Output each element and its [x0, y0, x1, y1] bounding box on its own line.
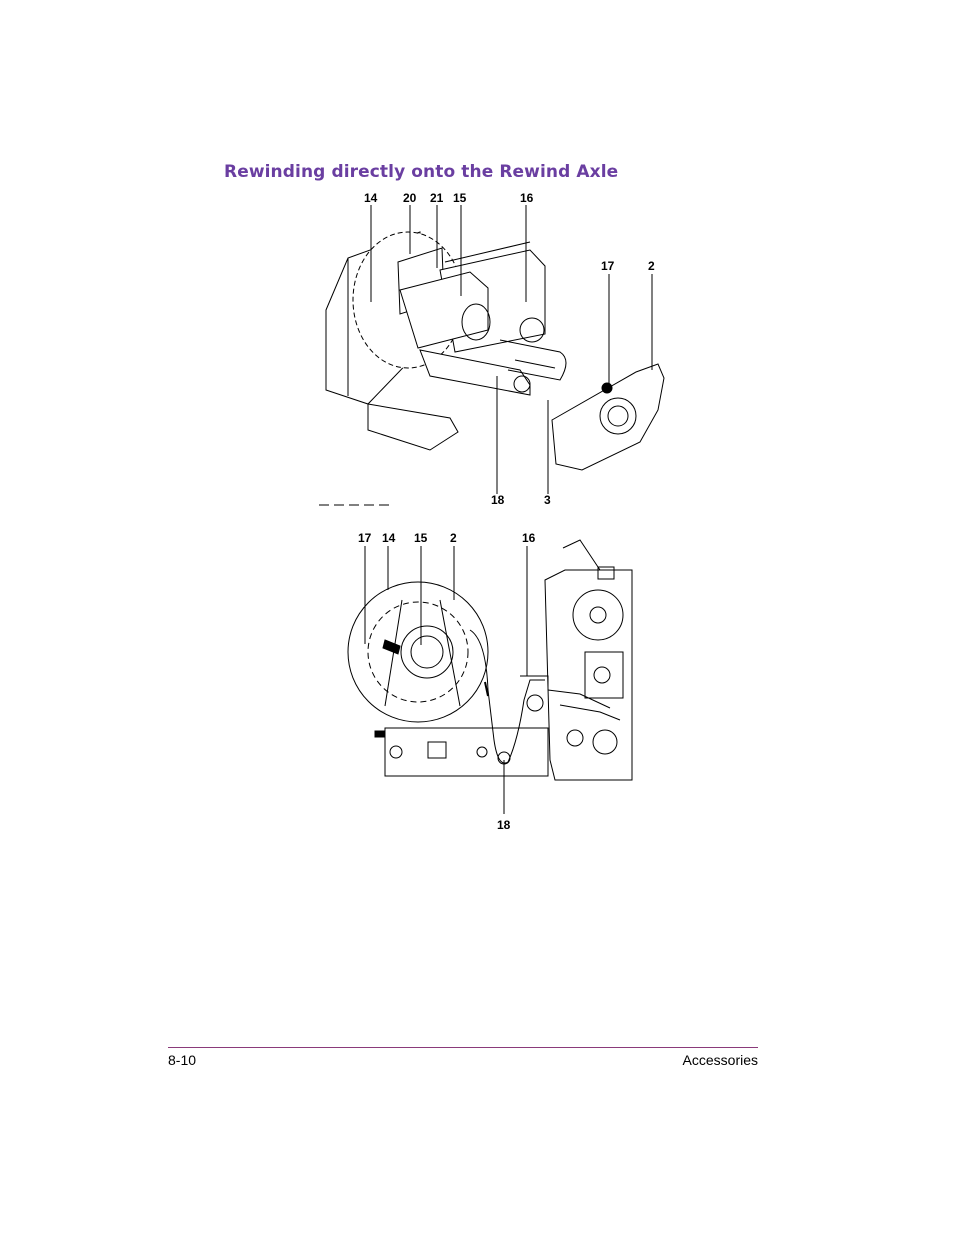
- callout-18-bottom: 18: [497, 818, 511, 832]
- page-number: 8-10: [168, 1052, 197, 1068]
- callout-2-bottom: 2: [450, 531, 457, 545]
- callout-20: 20: [403, 191, 417, 205]
- callout-15-bottom: 15: [414, 531, 428, 545]
- callout-18-top: 18: [491, 493, 505, 507]
- callout-21: 21: [430, 191, 444, 205]
- callout-17-top: 17: [601, 259, 615, 273]
- callout-14-bottom: 14: [382, 531, 396, 545]
- footer-divider: [168, 1047, 758, 1048]
- section-name: Accessories: [682, 1052, 758, 1068]
- section-heading: Rewinding directly onto the Rewind Axle: [224, 162, 619, 182]
- callout-17-bottom: 17: [358, 531, 372, 545]
- callout-3: 3: [544, 493, 551, 507]
- callout-16-bottom: 16: [522, 531, 536, 545]
- callout-2-top: 2: [648, 259, 655, 273]
- callout-14-top: 14: [364, 191, 378, 205]
- callout-16-top: 16: [520, 191, 534, 205]
- callout-15-top: 15: [453, 191, 467, 205]
